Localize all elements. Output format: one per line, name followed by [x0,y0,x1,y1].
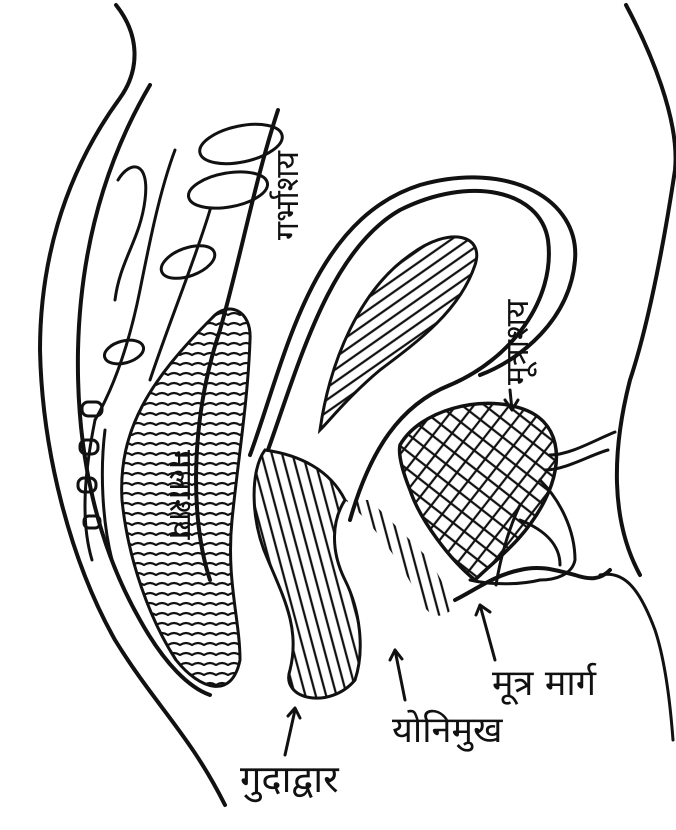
anus-label: गुदाद्वार [240,757,340,803]
urethra-arrow [480,605,495,660]
rectum-label: मलाशय [162,450,200,541]
bladder-label: मूत्राशय [498,298,537,385]
urethra-label: मूत्र मार्ग [492,662,597,705]
vagina-opening-label: योनिमुख [392,709,503,752]
uterus-label: गर्भाशय [268,149,306,240]
anus-arrow [285,710,295,755]
